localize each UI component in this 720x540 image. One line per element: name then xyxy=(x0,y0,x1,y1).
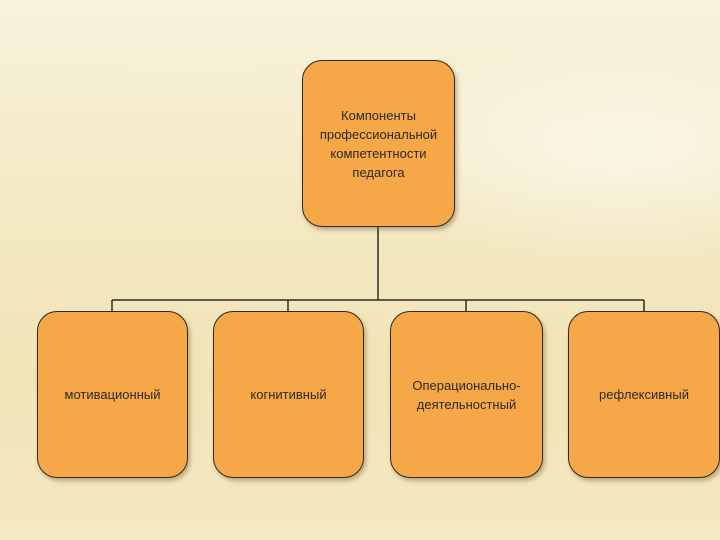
child-node-label: Операционально- деятельностный xyxy=(412,377,521,412)
child-node-label: мотивационный xyxy=(64,387,161,402)
root-node-label: Компоненты профессиональной компетентнос… xyxy=(319,107,438,180)
child-node-operational: Операционально- деятельностный xyxy=(390,311,543,478)
child-node-motivational: мотивационный xyxy=(37,311,188,478)
root-node: Компоненты профессиональной компетентнос… xyxy=(302,60,455,227)
child-node-label: когнитивный xyxy=(250,387,327,402)
child-node-label: рефлексивный xyxy=(599,387,689,402)
child-node-cognitive: когнитивный xyxy=(213,311,364,478)
child-node-reflexive: рефлексивный xyxy=(568,311,720,478)
